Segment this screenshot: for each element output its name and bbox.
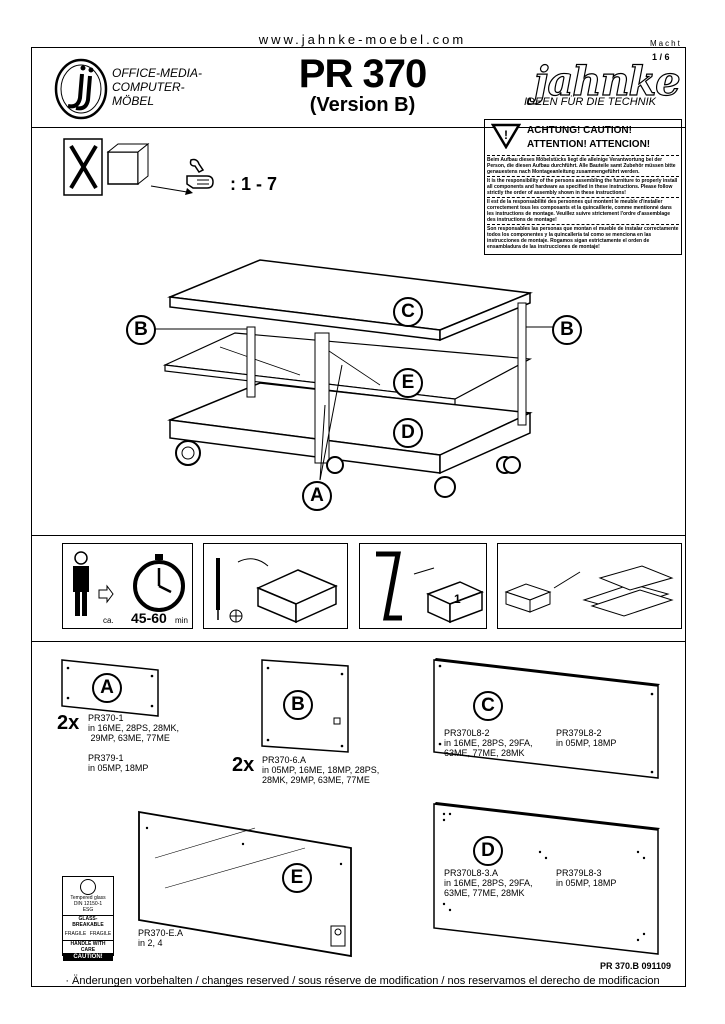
- jj-logo-icon: [54, 58, 108, 120]
- handle-with-care-text: HANDLE WITH CARE: [63, 940, 113, 953]
- header-divider: [31, 127, 686, 128]
- allen-key-box-icon: [376, 551, 484, 624]
- fragile-text: FRAGILE: [64, 931, 87, 937]
- caution-text-es: Son responsables las personas que montan…: [487, 224, 679, 250]
- brand-logo: jahnke: [533, 57, 681, 105]
- assembly-time: 45-60: [131, 610, 167, 626]
- part-b-quantity: 2x: [232, 754, 255, 776]
- allen-key-panel: 1: [359, 543, 487, 629]
- label-e: E: [393, 368, 423, 398]
- screwdriver-toolbox-icon: [216, 558, 338, 624]
- part-b-line: PR370-6.A: [262, 755, 307, 765]
- unpacking-panel: [497, 543, 682, 629]
- macht-label: Macht: [650, 39, 682, 48]
- glass-breakable-text: GLASS-BREAKABLE: [63, 915, 113, 928]
- tagline-line: OFFICE-MEDIA-: [112, 66, 202, 80]
- fragile-text: FRAGILE: [89, 931, 112, 937]
- part-e-line: PR370-E.A: [138, 928, 184, 938]
- tools-panel: [203, 543, 348, 629]
- glass-label-line: DIN 12150-1: [73, 901, 103, 907]
- part-a-label: A: [92, 673, 122, 703]
- time-prefix: ca.: [103, 616, 114, 625]
- tagline: OFFICE-MEDIA- COMPUTER- MÖBEL: [112, 66, 202, 108]
- part-d-info-left: PR370L8-3.A in 16ME, 28PS, 29FA, 63ME, 7…: [444, 868, 533, 898]
- glass-label-line: ESG: [82, 907, 94, 913]
- label-a: A: [302, 481, 332, 511]
- box-number: 1: [454, 592, 461, 606]
- caution-title: ACHTUNG! CAUTION! ATTENTION! ATTENCION!: [527, 124, 650, 152]
- part-b-info: PR370-6.A in 05MP, 16ME, 18MP, 28PS, 28M…: [262, 755, 379, 785]
- part-e-label: E: [282, 863, 312, 893]
- tagline-line: COMPUTER-: [112, 80, 185, 94]
- assembly-steps: : 1 - 7: [230, 174, 278, 194]
- unpacked-boxes-icon: [504, 565, 674, 617]
- time-unit: min: [175, 616, 188, 625]
- model-title: PR 370: [298, 52, 427, 96]
- part-b-label: B: [283, 690, 313, 720]
- part-c-line: 63ME, 77ME, 28MK: [444, 748, 525, 758]
- footer-note: · Änderungen vorbehalten / changes reser…: [65, 975, 660, 987]
- fragile-row: FRAGILE FRAGILE: [63, 931, 113, 937]
- part-a-line: PR370-1: [88, 713, 124, 723]
- part-a-line: in 16ME, 28PS, 28MK,: [88, 723, 180, 733]
- label-d: D: [393, 418, 423, 448]
- website-url: www.jahnke-moebel.com: [258, 32, 467, 47]
- page-frame: [31, 47, 686, 987]
- part-c-info-left: PR370L8-2 in 16ME, 28PS, 29FA, 63ME, 77M…: [444, 728, 533, 758]
- tv-cart-illustration: [155, 259, 555, 498]
- caution-badge: CAUTION!: [63, 953, 113, 961]
- label-b-left: B: [126, 315, 156, 345]
- tools-box-icon: [63, 138, 193, 196]
- caution-text-en: It is the responsibility of the persons …: [487, 176, 679, 196]
- part-c-line: PR379L8-2: [556, 728, 602, 738]
- part-d-info-right: PR379L8-3 in 05MP, 18MP: [556, 868, 616, 888]
- label-b-right: B: [552, 315, 582, 345]
- assembly-divider: [31, 535, 686, 536]
- tools-divider: [31, 641, 686, 642]
- part-b-line: in 05MP, 16ME, 18MP, 28PS,: [262, 765, 380, 775]
- part-d-line: PR379L8-3: [556, 868, 602, 878]
- tagline-line: MÖBEL: [112, 94, 155, 108]
- person-stopwatch-icon: [73, 551, 185, 616]
- svg-text:!: !: [504, 128, 508, 142]
- part-a-line: in 05MP, 18MP: [88, 763, 149, 773]
- part-a-quantity: 2x: [57, 712, 80, 734]
- part-c-label: C: [473, 691, 503, 721]
- hand-wrench-icon: [186, 158, 214, 189]
- time-panel: ca. 45-60 min: [62, 543, 193, 629]
- part-e-line: in 2, 4: [138, 938, 163, 948]
- brand-tagline: IDEEN FÜR DIE TECHNIK: [524, 96, 657, 108]
- label-c: C: [393, 297, 423, 327]
- part-c-line: PR370L8-2: [444, 728, 490, 738]
- glass-warning-label: Tempered glass DIN 12150-1 ESG GLASS-BRE…: [62, 876, 114, 961]
- part-d-line: in 05MP, 18MP: [556, 878, 617, 888]
- part-b-line: 28MK, 29MP, 63ME, 77ME: [262, 775, 370, 785]
- part-d-line: in 16ME, 28PS, 29FA,: [444, 878, 533, 888]
- part-d-line: PR370L8-3.A: [444, 868, 499, 878]
- part-d-line: 63ME, 77ME, 28MK: [444, 888, 525, 898]
- warning-triangle-icon: !: [491, 123, 521, 149]
- part-a-line: 29MP, 63ME, 77ME: [88, 733, 170, 743]
- caution-title-line: ATTENTION! ATTENCION!: [527, 139, 651, 150]
- part-e-glass-icon: [138, 810, 352, 958]
- page-number: 1 / 6: [652, 52, 670, 62]
- caution-text-de: Beim Aufbau dieses Möbelstücks liegt die…: [487, 155, 679, 175]
- document-code: PR 370.B 091109: [600, 961, 672, 971]
- caution-box: ! ACHTUNG! CAUTION! ATTENTION! ATTENCION…: [484, 119, 682, 255]
- part-c-line: in 16ME, 28PS, 29FA,: [444, 738, 533, 748]
- part-a-spacer: [88, 743, 179, 753]
- jj-mini-logo-icon: [80, 879, 96, 895]
- part-c-line: in 05MP, 18MP: [556, 738, 617, 748]
- caution-title-line: ACHTUNG! CAUTION!: [527, 125, 632, 136]
- caution-text-fr: Il est de la responsabilité des personne…: [487, 197, 679, 223]
- part-a-info: PR370-1 in 16ME, 28PS, 28MK, 29MP, 63ME,…: [88, 713, 179, 773]
- glass-label-line: Tempered glass: [70, 895, 106, 901]
- part-d-label: D: [473, 836, 503, 866]
- part-c-panel-icon: [433, 658, 660, 779]
- part-e-info: PR370-E.A in 2, 4: [138, 928, 183, 948]
- part-a-line: PR379-1: [88, 753, 124, 763]
- version-subtitle: (Version B): [309, 94, 416, 116]
- part-c-info-right: PR379L8-2 in 05MP, 18MP: [556, 728, 616, 748]
